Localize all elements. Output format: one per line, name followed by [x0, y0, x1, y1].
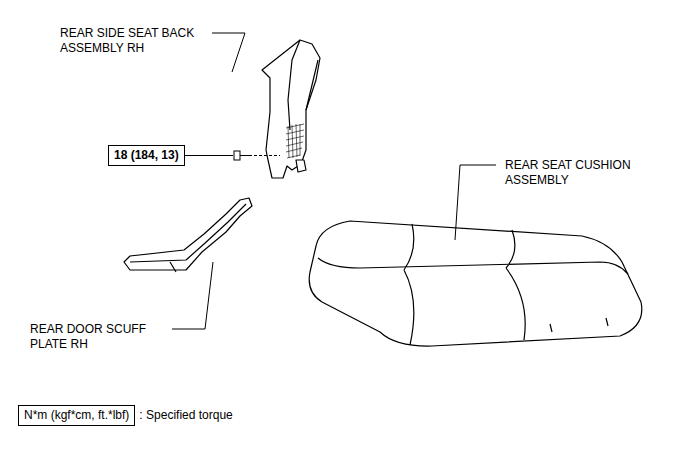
seat-cushion — [309, 221, 642, 346]
torque-box: 18 (184, 13) — [108, 145, 185, 166]
seat-back — [262, 40, 320, 178]
cushion-bottom — [550, 318, 608, 332]
legend-text: : Specified torque — [139, 408, 232, 422]
torque-value: 18 (184, 13) — [114, 148, 179, 162]
seat-back-edge — [288, 40, 318, 130]
part-name: REAR SIDE SEAT BACK ASSEMBLY RH — [60, 26, 194, 55]
part-name: REAR DOOR SCUFF PLATE RH — [30, 322, 146, 351]
part-name: REAR DOOR SCUFF PLATE RH — [30, 322, 155, 352]
leader-lines — [172, 33, 496, 329]
seat-back-hook — [296, 160, 306, 172]
scuff-plate — [124, 198, 252, 270]
cushion-seams — [318, 224, 628, 345]
seat-back-grid — [286, 124, 304, 158]
scuff-plate-edge — [130, 204, 246, 272]
part-name: REAR SIDE SEAT BACK ASSEMBLY RH — [60, 26, 210, 56]
torque-value: N*m (kgf*cm, ft.*lbf) — [24, 408, 129, 422]
legend-torque-box: N*m (kgf*cm, ft.*lbf) — [18, 405, 135, 426]
dashed-line — [254, 155, 280, 156]
legend-text: : Specified torque — [139, 408, 232, 423]
bolt — [234, 151, 252, 160]
torque-leader — [185, 155, 233, 156]
part-name: REAR SEAT CUSHION ASSEMBLY — [505, 158, 645, 188]
part-name: REAR SEAT CUSHION ASSEMBLY — [505, 158, 631, 187]
